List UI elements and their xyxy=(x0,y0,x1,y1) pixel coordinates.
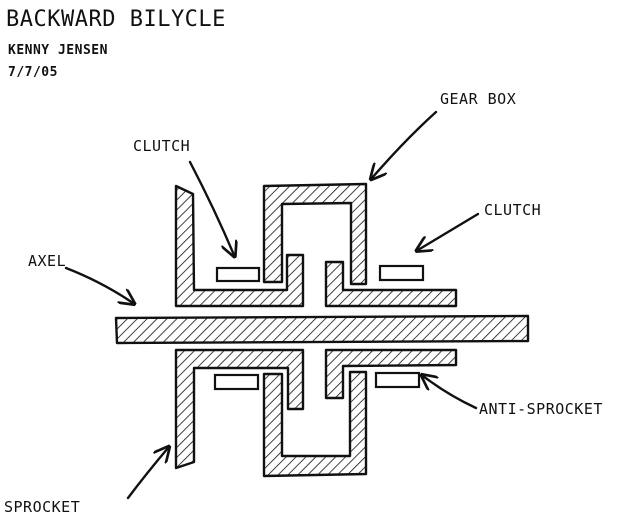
arrow-axel xyxy=(64,266,133,303)
clutch-plate-upper-right xyxy=(378,264,425,282)
label-sprocket: SPROCKET xyxy=(4,498,80,516)
label-clutch-left: CLUTCH xyxy=(133,137,190,155)
arrow-clutch-left xyxy=(188,160,234,255)
label-axel: AXEL xyxy=(28,252,66,270)
arrow-anti-sprocket xyxy=(423,376,478,410)
anti-sprocket-upper xyxy=(324,260,458,308)
gear-box-upper xyxy=(262,182,368,286)
arrow-sprocket xyxy=(126,448,168,500)
clutch-plate-lower-left xyxy=(213,373,260,391)
diagram-title: BACKWARD BILYCLE xyxy=(6,7,226,32)
gear-box-lower xyxy=(262,370,368,478)
clutch-plate-lower-right xyxy=(374,371,421,389)
label-anti-sprocket: ANTI-SPROCKET xyxy=(479,400,603,418)
arrow-gear-box xyxy=(372,110,438,178)
label-clutch-right: CLUTCH xyxy=(484,201,541,219)
sprocket-lower xyxy=(174,348,305,470)
label-gear-box: GEAR BOX xyxy=(440,90,516,108)
axel-shaft xyxy=(114,314,530,345)
clutch-plate-upper-left xyxy=(215,266,261,283)
arrow-clutch-right xyxy=(418,212,480,250)
sprocket-upper xyxy=(174,184,305,308)
drawing-date: 7/7/05 xyxy=(8,65,58,80)
anti-sprocket-lower xyxy=(324,348,458,400)
author-name: KENNY JENSEN xyxy=(8,43,108,58)
